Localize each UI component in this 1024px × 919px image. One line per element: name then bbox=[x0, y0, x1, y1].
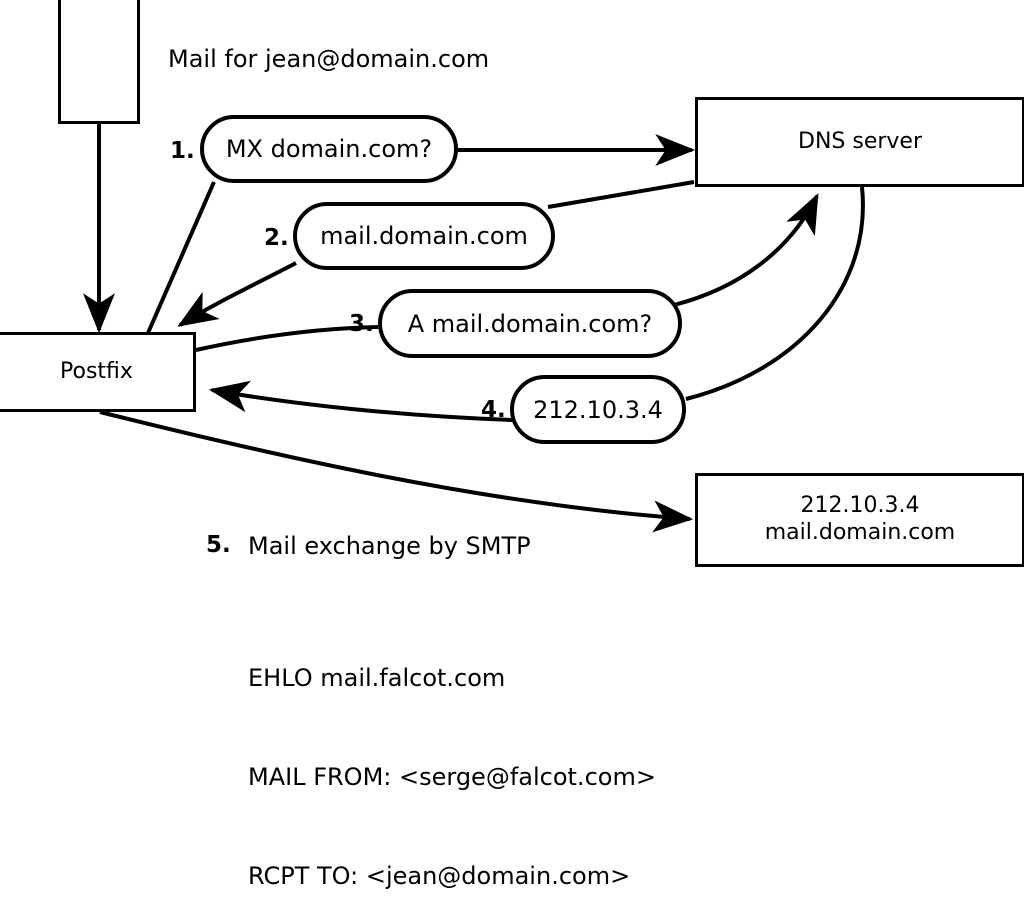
connector-dns-to-step4 bbox=[685, 186, 865, 401]
node-target-mail-server: 212.10.3.4 mail.domain.com bbox=[695, 473, 1024, 567]
step-5-label: Mail exchange by SMTP bbox=[248, 532, 531, 560]
transcript-line: EHLO mail.falcot.com bbox=[248, 664, 506, 692]
node-dns-server-label: DNS server bbox=[798, 128, 922, 154]
bubble-step-3: A mail.domain.com? bbox=[378, 289, 682, 358]
step-2-number: 2. bbox=[264, 225, 289, 251]
node-postfix-label: Postfix bbox=[60, 358, 133, 384]
bubble-step-2-label: mail.domain.com bbox=[320, 222, 528, 250]
connector-step4-to-postfix bbox=[208, 380, 513, 422]
connector-postfix-to-step1 bbox=[146, 181, 216, 334]
node-dns-server: DNS server bbox=[695, 97, 1024, 187]
smtp-transcript: EHLO mail.falcot.com MAIL FROM: <serge@f… bbox=[248, 596, 656, 919]
step-5-number: 5. bbox=[206, 532, 231, 558]
step-3-number: 3. bbox=[349, 311, 374, 337]
node-postfix: Postfix bbox=[0, 332, 196, 412]
connector-step2-to-postfix bbox=[177, 261, 297, 327]
bubble-step-1: MX domain.com? bbox=[200, 115, 458, 183]
step-4-number: 4. bbox=[481, 397, 506, 423]
bubble-step-1-label: MX domain.com? bbox=[225, 135, 433, 163]
bubble-step-4: 212.10.3.4 bbox=[510, 375, 686, 444]
mail-for-caption: Mail for jean@domain.com bbox=[168, 45, 490, 73]
bubble-step-2: mail.domain.com bbox=[293, 202, 555, 270]
transcript-line: MAIL FROM: <serge@falcot.com> bbox=[248, 763, 656, 791]
connector-step3-to-dns bbox=[673, 193, 819, 307]
node-target-ip: 212.10.3.4 bbox=[800, 493, 920, 519]
node-target-hostname: mail.domain.com bbox=[764, 520, 956, 545]
bubble-step-4-label: 212.10.3.4 bbox=[533, 395, 663, 424]
connector-postfix-to-step3 bbox=[195, 325, 379, 352]
connector-postfix-to-target bbox=[99, 410, 694, 533]
node-sender-box bbox=[58, 0, 140, 124]
connector-dns-to-step2 bbox=[547, 180, 695, 209]
bubble-step-3-label: A mail.domain.com? bbox=[407, 309, 653, 338]
transcript-line: RCPT TO: <jean@domain.com> bbox=[248, 862, 631, 890]
step-1-number: 1. bbox=[170, 138, 195, 164]
